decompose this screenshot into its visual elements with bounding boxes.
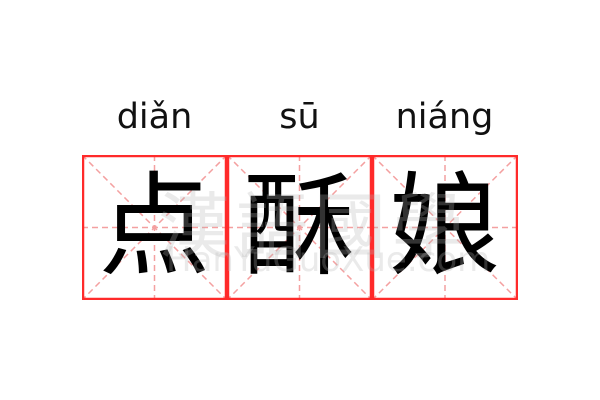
- hanzi-2: 酥: [243, 162, 356, 292]
- grid-guides: [82, 155, 227, 300]
- pinyin-2: sū: [279, 97, 320, 137]
- grid-guides: [227, 155, 372, 300]
- hanzi-1: 点: [98, 162, 211, 292]
- character-grid: 点 酥 娘: [82, 155, 518, 300]
- grid-guides: [372, 155, 518, 300]
- hanzi-3: 娘: [388, 162, 501, 292]
- character-cell-3: 娘: [372, 155, 518, 300]
- character-cell-2: 酥: [227, 155, 372, 300]
- pinyin-3: niáng: [395, 97, 494, 137]
- pinyin-1: diǎn: [116, 97, 193, 137]
- character-cell-1: 点: [82, 155, 227, 300]
